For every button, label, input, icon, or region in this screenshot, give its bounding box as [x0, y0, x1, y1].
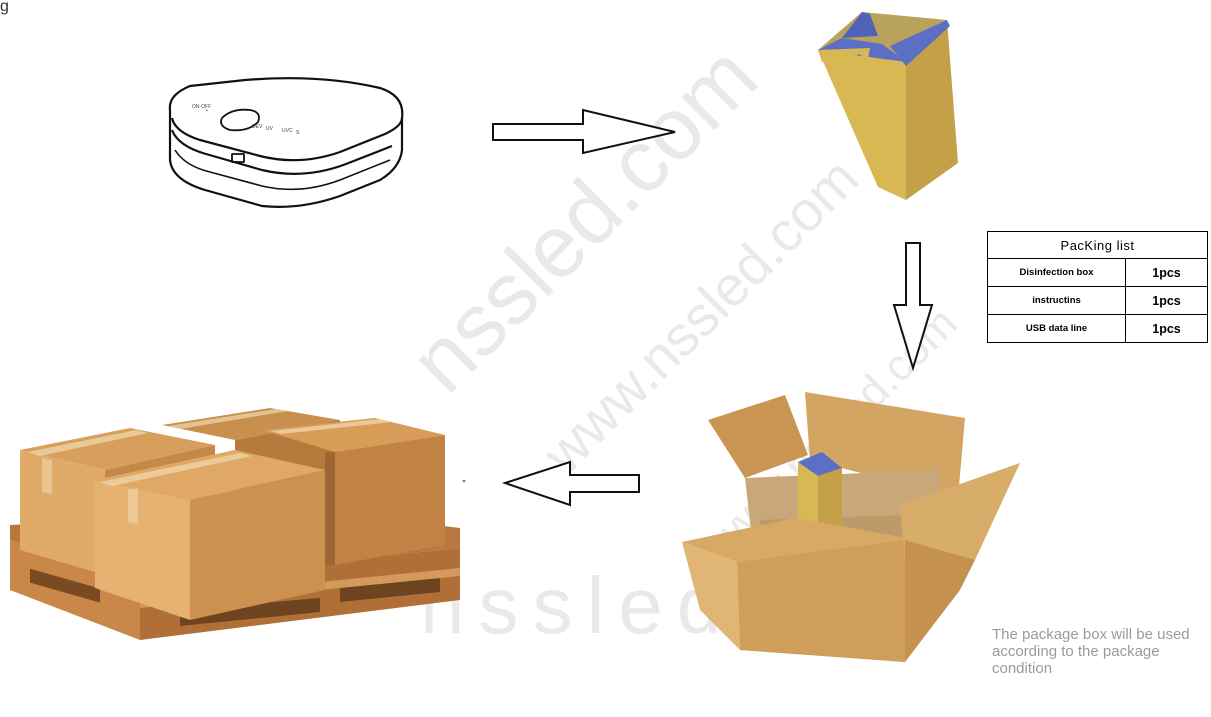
item-name: Disinfection box [988, 259, 1126, 287]
product-box-icon [818, 12, 958, 200]
table-row: Disinfection box 1pcs [988, 259, 1208, 287]
item-qty: 1pcs [1126, 287, 1208, 315]
arrow-down-icon [894, 243, 932, 368]
svg-text:DEV: DEV [252, 124, 263, 130]
svg-text:UV: UV [266, 126, 274, 132]
item-name: instructins [988, 287, 1126, 315]
item-name: USB data line [988, 315, 1126, 343]
table-row: USB data line 1pcs [988, 315, 1208, 343]
pallet-boxes-icon [10, 408, 460, 640]
open-carton-icon [682, 392, 1020, 662]
arrow-right-icon [493, 110, 675, 153]
packing-list-table: PacKing list Disinfection box 1pcs instr… [987, 231, 1208, 343]
item-qty: 1pcs [1126, 315, 1208, 343]
item-qty: 1pcs [1126, 259, 1208, 287]
packing-list-title: PacKing list [988, 232, 1208, 259]
svg-text:UVC: UVC [282, 128, 293, 134]
arrow-left-icon [505, 462, 639, 505]
svg-text:ON·OFF: ON·OFF [192, 104, 211, 110]
table-row: instructins 1pcs [988, 287, 1208, 315]
disinfection-device-icon: ON·OFF • DEV UV UVC S [170, 78, 402, 207]
svg-text:•: • [206, 108, 208, 114]
svg-text:S: S [296, 130, 300, 136]
package-note: The package box will be used according t… [992, 626, 1197, 677]
